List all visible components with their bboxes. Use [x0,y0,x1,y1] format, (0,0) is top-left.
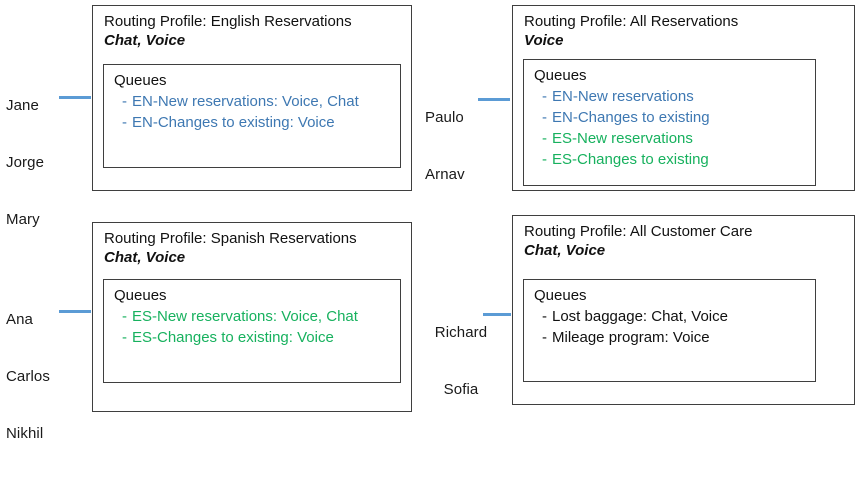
queue-list-item[interactable]: -Mileage program: Voice [542,327,728,348]
queue-label: EN-Changes to existing: Voice [132,114,335,131]
routing-profile-panel-all-reservations[interactable]: Routing Profile: All Reservations Voice … [512,5,855,191]
agent-name: Sofia [443,381,479,398]
routing-profile-panel-all-customer-care[interactable]: Routing Profile: All Customer Care Chat,… [512,215,855,405]
routing-profile-title: Routing Profile: All Reservations [524,13,739,30]
routing-profile-channels: Voice [524,32,564,49]
queue-label: ES-New reservations [552,130,693,147]
connector-line-spanish-reservations [59,310,91,313]
agent-name: Ana [6,311,33,328]
queue-list-item[interactable]: -EN-New reservations: Voice, Chat [122,91,359,112]
queue-list-item[interactable]: -ES-New reservations: Voice, Chat [122,306,358,327]
agent-name: Carlos [6,368,50,385]
queue-list-item[interactable]: -EN-New reservations [542,86,710,107]
queues-box: Queues -EN-New reservations -EN-Changes … [523,59,816,186]
bullet-dash-icon: - [542,109,547,126]
queue-list-item[interactable]: -ES-New reservations [542,128,710,149]
queues-box: Queues -EN-New reservations: Voice, Chat… [103,64,401,168]
routing-profile-channels: Chat, Voice [524,242,606,259]
queue-list-item[interactable]: -ES-Changes to existing: Voice [122,327,358,348]
queues-box: Queues -Lost baggage: Chat, Voice -Milea… [523,279,816,382]
queue-list: -ES-New reservations: Voice, Chat -ES-Ch… [122,306,358,348]
bullet-dash-icon: - [542,151,547,168]
bullet-dash-icon: - [542,130,547,147]
connector-line-all-reservations [478,98,510,101]
bullet-dash-icon: - [542,329,547,346]
bullet-dash-icon: - [542,88,547,105]
agent-group-english-reservations: Jane Jorge Mary [6,58,44,267]
queue-label: EN-New reservations: Voice, Chat [132,93,359,110]
agent-name: Richard [434,324,488,341]
bullet-dash-icon: - [122,308,127,325]
queue-label: ES-Changes to existing [552,151,709,168]
queue-label: EN-New reservations [552,88,694,105]
connector-line-all-customer-care [483,313,511,316]
queue-list-item[interactable]: -ES-Changes to existing [542,149,710,170]
agent-name: Jorge [6,154,45,171]
queue-label: EN-Changes to existing [552,109,710,126]
bullet-dash-icon: - [122,114,127,131]
bullet-dash-icon: - [122,329,127,346]
queue-label: Lost baggage: Chat, Voice [552,308,728,325]
queue-list-item[interactable]: -EN-Changes to existing: Voice [122,112,359,133]
bullet-dash-icon: - [122,93,127,110]
bullet-dash-icon: - [542,308,547,325]
routing-profile-title: Routing Profile: Spanish Reservations [104,230,357,247]
agent-group-spanish-reservations: Ana Carlos Nikhil [6,272,50,481]
routing-profile-panel-spanish-reservations[interactable]: Routing Profile: Spanish Reservations Ch… [92,222,412,412]
queue-list: -EN-New reservations -EN-Changes to exis… [542,86,710,170]
queues-heading: Queues [534,287,587,304]
queue-label: ES-New reservations: Voice, Chat [132,308,358,325]
queue-list-item[interactable]: -EN-Changes to existing [542,107,710,128]
agent-group-all-customer-care: Richard Sofia [425,285,497,437]
queue-label: Mileage program: Voice [552,329,710,346]
queue-list: -EN-New reservations: Voice, Chat -EN-Ch… [122,91,359,133]
routing-profile-channels: Chat, Voice [104,32,186,49]
connector-line-english-reservations [59,96,91,99]
routing-profile-title: Routing Profile: All Customer Care [524,223,753,240]
queues-heading: Queues [114,287,167,304]
queue-label: ES-Changes to existing: Voice [132,329,334,346]
agent-group-all-reservations: Paulo Arnav [425,70,465,222]
queues-heading: Queues [114,72,167,89]
agent-name: Jane [6,97,39,114]
routing-profile-panel-english-reservations[interactable]: Routing Profile: English Reservations Ch… [92,5,412,191]
queues-box: Queues -ES-New reservations: Voice, Chat… [103,279,401,383]
queues-heading: Queues [534,67,587,84]
agent-name: Nikhil [6,425,44,442]
queue-list-item[interactable]: -Lost baggage: Chat, Voice [542,306,728,327]
diagram-canvas: Jane Jorge Mary Routing Profile: English… [6,5,855,442]
agent-name: Mary [6,211,40,228]
queue-list: -Lost baggage: Chat, Voice -Mileage prog… [542,306,728,348]
agent-name: Arnav [425,166,465,183]
routing-profile-channels: Chat, Voice [104,249,186,266]
agent-name: Paulo [425,109,464,126]
routing-profile-title: Routing Profile: English Reservations [104,13,352,30]
